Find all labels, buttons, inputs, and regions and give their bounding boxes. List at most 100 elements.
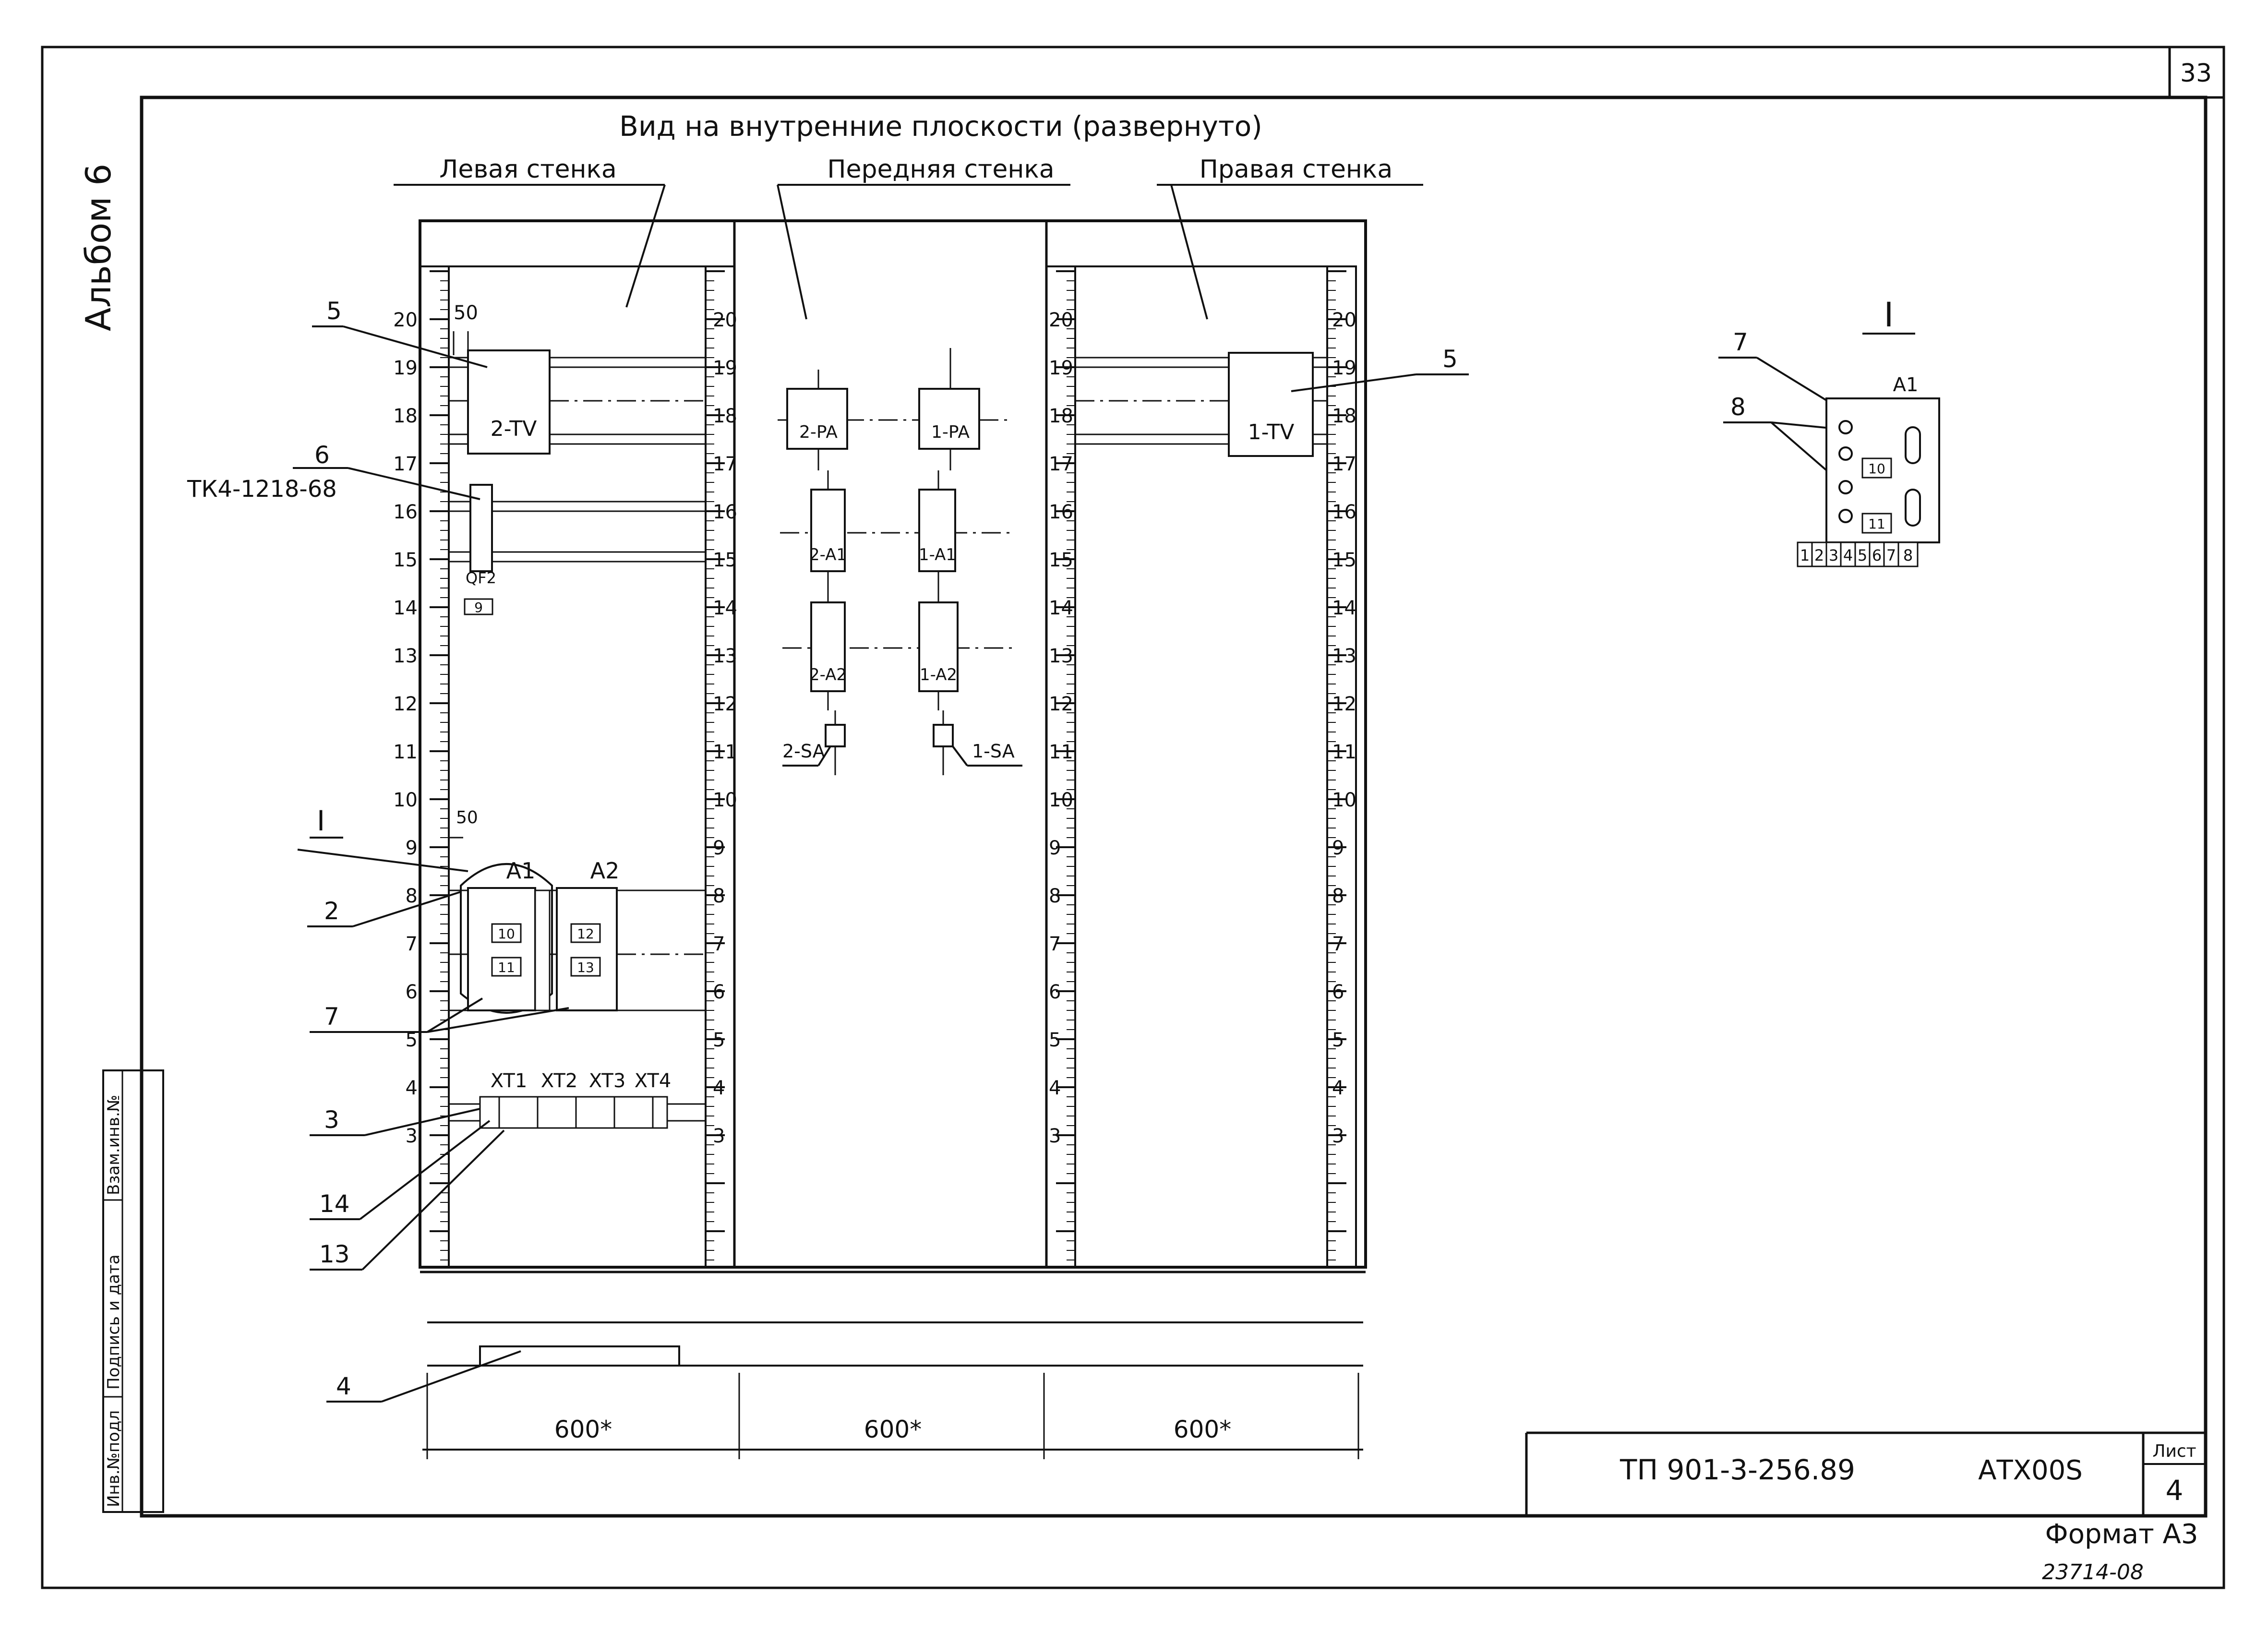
switch-1-sa [933, 724, 954, 747]
device-2-a2 [810, 601, 846, 692]
terminal-xt1-label: XT1 [491, 1070, 528, 1092]
scale-number: 19 [1332, 357, 1356, 379]
device-1-a1-label: 1-A1 [919, 545, 956, 564]
callout-14: 14 [319, 1190, 350, 1218]
scale-number: 7 [1049, 933, 1061, 955]
scale-number: 4 [1332, 1077, 1344, 1099]
ref-box-13 [570, 957, 601, 977]
detail-ref-11: 11 [1868, 516, 1885, 532]
scale-number: 14 [1332, 597, 1356, 619]
rail-right-wall-inner [1045, 265, 1076, 1268]
scale-number: 10 [393, 789, 418, 811]
switch-2-sa [825, 724, 846, 747]
terminal-cell [1811, 541, 1827, 567]
scale-number: 20 [393, 309, 418, 331]
scale-number: 12 [393, 693, 418, 715]
mounting-hole [1838, 509, 1853, 523]
callout-2-leader [352, 891, 461, 927]
callout-7: 7 [324, 1003, 339, 1031]
terminal-xt4-label: XT4 [635, 1070, 672, 1092]
terminal-cell [1825, 541, 1842, 567]
scale-right-inner [1056, 270, 1075, 1260]
end-stop [652, 1096, 668, 1129]
scale-number: 15 [713, 549, 737, 571]
ref-box-9 [464, 598, 493, 615]
dim-width-right: 600* [1174, 1416, 1231, 1443]
dim-width-front: 600* [864, 1416, 922, 1443]
scale-number: 8 [1332, 885, 1344, 907]
ammeter-2-pa-label: 2-PA [799, 422, 838, 442]
rail-left-wall-outer [419, 265, 450, 1268]
terminal-number: 4 [1843, 546, 1853, 564]
detail-ref-box-10 [1861, 457, 1892, 479]
scale-number: 12 [1049, 693, 1073, 715]
front-wall-leader [777, 184, 807, 320]
callout-i-leader [297, 849, 468, 872]
slot [1905, 489, 1921, 527]
scale-number: 6 [1049, 981, 1061, 1003]
detail-callout-8: 8 [1730, 393, 1746, 421]
device-2-a1 [810, 489, 846, 572]
scale-number: 9 [406, 837, 418, 859]
circuit-breaker-qf2-label: QF2 [466, 569, 496, 587]
scale-number: 17 [393, 453, 418, 475]
scale-number: 12 [1332, 693, 1356, 715]
album-label: Альбом 6 [78, 164, 119, 331]
scale-number: 14 [713, 597, 737, 619]
scale-number: 4 [406, 1077, 418, 1099]
scale-number: 4 [1049, 1077, 1061, 1099]
detail-title: I [1884, 295, 1894, 335]
terminal-xt2-label: XT2 [541, 1070, 578, 1092]
cable-duct-label: ТК4-1218-68 [187, 476, 337, 503]
terminal-xt4 [613, 1096, 654, 1129]
ref-12-label: 12 [577, 926, 594, 942]
side-stamp-replace-label: Взам.инв.№ [104, 1095, 123, 1195]
scale-number: 11 [713, 741, 737, 763]
scale-number: 13 [713, 645, 737, 667]
module-a1-label: A1 [506, 858, 536, 884]
title-block: ТП 901-3-256.89 АТХ00S Лист 4 [1525, 1431, 2206, 1516]
drawing-heading: Вид на внутренние плоскости (развернуто) [619, 110, 1262, 143]
callout-2: 2 [324, 897, 339, 925]
scale-left-inner [706, 270, 725, 1260]
scale-number: 5 [1049, 1029, 1061, 1051]
scale-right-outer [1327, 270, 1346, 1260]
right-wall-title: Правая стенка [1200, 155, 1392, 184]
side-stamp-inv-label: Инв.№подл [104, 1410, 123, 1507]
transformer-2-tv [467, 349, 551, 455]
left-wall-leader [625, 184, 666, 308]
callout-detail-i: I [317, 804, 325, 837]
scale-number: 7 [1332, 933, 1344, 955]
dim-50-mid: 50 [456, 808, 478, 828]
callout-7-leader [426, 997, 483, 1033]
device-2-a1-label: 2-A1 [809, 545, 847, 564]
right-wall-leader [1170, 184, 1208, 320]
scale-number: 13 [393, 645, 418, 667]
scale-number: 7 [406, 933, 418, 955]
scale-number: 3 [406, 1125, 418, 1147]
sheet-label: Лист [2152, 1441, 2196, 1461]
document-code: АТХ00S [1978, 1455, 2083, 1486]
terminal-number: 5 [1858, 546, 1867, 564]
scale-number: 11 [1049, 741, 1073, 763]
callout-4: 4 [336, 1372, 351, 1400]
scale-number: 18 [393, 405, 418, 427]
terminal-number: 1 [1800, 546, 1810, 564]
transformer-2-tv-label: 2-TV [491, 417, 537, 441]
scale-number: 5 [1332, 1029, 1344, 1051]
scale-number: 20 [1049, 309, 1073, 331]
callout-6: 6 [314, 441, 330, 469]
scale-number: 8 [713, 885, 725, 907]
scale-number: 13 [1049, 645, 1073, 667]
scale-number: 18 [1332, 405, 1356, 427]
switch-1-sa-leader [952, 745, 968, 767]
scale-number: 18 [1049, 405, 1073, 427]
device-1-a2 [918, 601, 959, 692]
terminal-number: 6 [1872, 546, 1882, 564]
scale-number: 8 [406, 885, 418, 907]
module-spacer [534, 889, 551, 1011]
detail-module-a1-label: A1 [1893, 374, 1919, 396]
drawing-code: ТП 901-3-256.89 [1620, 1453, 1855, 1486]
module-a2 [556, 887, 618, 1011]
scale-number: 10 [1049, 789, 1073, 811]
